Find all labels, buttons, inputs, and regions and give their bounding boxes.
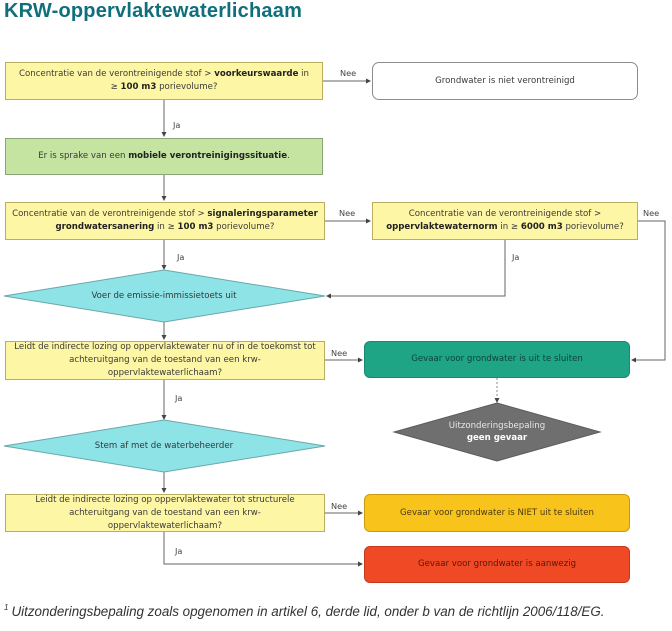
question-preferred-value: Concentratie van de verontreinigende sto… xyxy=(5,62,323,100)
footnote-text: Uitzonderingsbepaling zoals opgenomen in… xyxy=(11,604,605,619)
exception-line1: Uitzonderingsbepaling xyxy=(448,421,546,431)
q1-text-post: porievolume? xyxy=(156,82,218,92)
q2-text: Concentratie van de verontreinigende sto… xyxy=(12,209,208,219)
q1-bold-term: voorkeurswaarde xyxy=(214,69,299,79)
q2-text-post: porievolume? xyxy=(213,222,275,232)
question-structural-deterioration: Leidt de indirecte lozing op oppervlakte… xyxy=(5,494,325,532)
q1-bold-volume: 100 m3 xyxy=(120,82,157,92)
outcome-not-polluted: Grondwater is niet verontreinigd xyxy=(372,62,638,100)
label-no-q4: Nee xyxy=(331,348,348,358)
label-no-q2: Nee xyxy=(339,208,356,218)
label-yes-q5: Ja xyxy=(175,546,183,556)
q1-text-mid: in xyxy=(298,69,309,79)
mobile-text-post: . xyxy=(287,151,290,161)
action-emission-test: Voer de emissie-immissietoets uit xyxy=(91,291,237,301)
q1-text-line2: ≥ xyxy=(110,82,121,92)
q2-text-mid: in ≥ xyxy=(154,222,178,232)
situation-mobile-pollution: Er is sprake van een mobiele verontreini… xyxy=(5,138,323,175)
label-yes-q2: Ja xyxy=(177,252,185,262)
q3-text: Concentratie van de verontreinigende sto… xyxy=(408,209,602,219)
outcome-danger-not-excluded: Gevaar voor grondwater is NIET uit te sl… xyxy=(364,494,630,532)
q2-bold-term1: signaleringsparameter xyxy=(207,209,318,219)
q3-bold-term: oppervlaktewaternorm xyxy=(386,222,498,232)
q3-text-mid: in ≥ xyxy=(497,222,521,232)
diamond-exception xyxy=(392,402,602,462)
q2-bold-volume: 100 m3 xyxy=(177,222,214,232)
page-title: KRW-oppervlaktewaterlichaam xyxy=(4,0,303,22)
footnote-marker: 1 xyxy=(4,603,9,612)
question-deterioration: Leidt de indirecte lozing op oppervlakte… xyxy=(5,341,325,380)
mobile-text: Er is sprake van een xyxy=(38,151,129,161)
edge-q3-yes xyxy=(326,240,506,299)
q5-line1: Leidt de indirecte lozing op oppervlakte… xyxy=(35,494,295,505)
label-no-q1: Nee xyxy=(340,68,357,78)
question-surface-water-norm: Concentratie van de verontreinigende sto… xyxy=(372,202,638,240)
edge-q5-yes xyxy=(163,532,363,567)
diamond-consult xyxy=(3,419,326,473)
diamond-test xyxy=(3,269,326,323)
label-yes-q1: Ja xyxy=(173,120,181,130)
action-consult-water-manager: Stem af met de waterbeheerder xyxy=(94,441,234,451)
q3-bold-volume: 6000 m3 xyxy=(520,222,563,232)
label-yes-q4: Ja xyxy=(175,393,183,403)
exception-line2: geen gevaar xyxy=(466,433,528,443)
q4-line2: achteruitgang van de toestand van een kr… xyxy=(69,355,261,378)
q1-text: Concentratie van de verontreinigende sto… xyxy=(19,69,215,79)
mobile-bold-term: mobiele verontreinigingssituatie xyxy=(128,151,288,161)
outcome-danger-present: Gevaar voor grondwater is aanwezig xyxy=(364,546,630,583)
q2-bold-term2: grondwatersanering xyxy=(55,222,155,232)
q5-line2: achteruitgang van de toestand van een kr… xyxy=(69,507,261,531)
exception-rule: Uitzonderingsbepaling geen gevaar xyxy=(417,420,577,444)
label-no-q5: Nee xyxy=(331,501,348,511)
q4-line1: Leidt de indirecte lozing op oppervlakte… xyxy=(14,342,316,352)
edge-q3-no xyxy=(631,220,666,363)
label-no-q3: Nee xyxy=(643,208,660,218)
question-signal-parameter: Concentratie van de verontreinigende sto… xyxy=(5,202,325,240)
q3-text-post: porievolume? xyxy=(562,222,624,232)
label-yes-q3: Ja xyxy=(512,252,520,262)
outcome-danger-excluded: Gevaar voor grondwater is uit te sluiten xyxy=(364,341,630,378)
